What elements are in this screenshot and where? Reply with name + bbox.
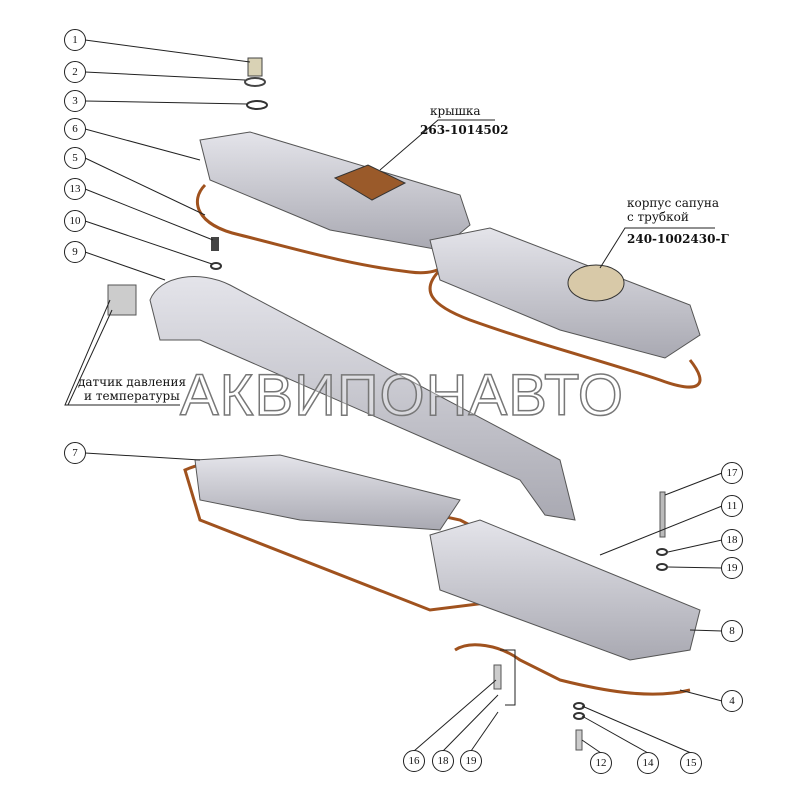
pan-gasket bbox=[454, 643, 691, 696]
callout-18-right: 18 bbox=[721, 529, 743, 551]
washer-part-2 bbox=[244, 77, 266, 87]
callout-14: 14 bbox=[637, 752, 659, 774]
breather-label-line1: корпус сапуна bbox=[627, 196, 720, 210]
washer-part-10 bbox=[210, 262, 222, 270]
valve-cover-left bbox=[199, 131, 471, 251]
cover-part-number: 263-1014502 bbox=[420, 123, 509, 137]
cover-plate bbox=[333, 164, 407, 201]
callout-5: 5 bbox=[64, 147, 86, 169]
callout-15: 15 bbox=[680, 752, 702, 774]
leader-lines bbox=[64, 39, 723, 754]
bolt-part-17 bbox=[659, 491, 666, 538]
manifold-base bbox=[194, 454, 461, 531]
callout-10: 10 bbox=[64, 210, 86, 232]
callout-16: 16 bbox=[403, 750, 425, 772]
valve-cover-gasket-right bbox=[428, 268, 702, 389]
callout-17: 17 bbox=[721, 462, 743, 484]
callout-2: 2 bbox=[64, 61, 86, 83]
oil-pan bbox=[429, 519, 701, 661]
callout-4: 4 bbox=[721, 690, 743, 712]
washer-part-18 bbox=[656, 548, 668, 556]
cover-label: крышка bbox=[430, 104, 481, 118]
pressure-temperature-sensor bbox=[107, 284, 137, 316]
callout-12: 12 bbox=[590, 752, 612, 774]
callout-8: 8 bbox=[721, 620, 743, 642]
intake-manifold bbox=[149, 276, 576, 521]
callout-7: 7 bbox=[64, 442, 86, 464]
washer-part-19 bbox=[656, 563, 668, 571]
breather-label-line2: с трубкой bbox=[627, 210, 689, 224]
washer-part-15 bbox=[573, 702, 585, 710]
callout-9: 9 bbox=[64, 241, 86, 263]
valve-cover-right bbox=[429, 227, 701, 359]
sensor-label-line1: датчик давления bbox=[78, 375, 187, 389]
watermark: АКВИПОНАВТО bbox=[179, 362, 624, 429]
bolt-part-12 bbox=[575, 729, 583, 751]
stud-part-16 bbox=[493, 664, 502, 690]
sensor-label-line2: и температуры bbox=[84, 389, 180, 403]
callout-3: 3 bbox=[64, 90, 86, 112]
breather-housing bbox=[567, 264, 625, 302]
callout-6: 6 bbox=[64, 118, 86, 140]
callout-1: 1 bbox=[64, 29, 86, 51]
callout-19-right: 19 bbox=[721, 557, 743, 579]
washer-part-14 bbox=[573, 712, 585, 720]
callout-18-bottom: 18 bbox=[432, 750, 454, 772]
o-ring-part-3 bbox=[246, 100, 268, 110]
callout-19-bottom: 19 bbox=[460, 750, 482, 772]
callout-11: 11 bbox=[721, 495, 743, 517]
plug-part-1 bbox=[247, 57, 263, 77]
callout-13: 13 bbox=[64, 178, 86, 200]
bolt-part-13 bbox=[211, 237, 219, 251]
breather-part-number: 240-1002430-Г bbox=[627, 232, 729, 246]
